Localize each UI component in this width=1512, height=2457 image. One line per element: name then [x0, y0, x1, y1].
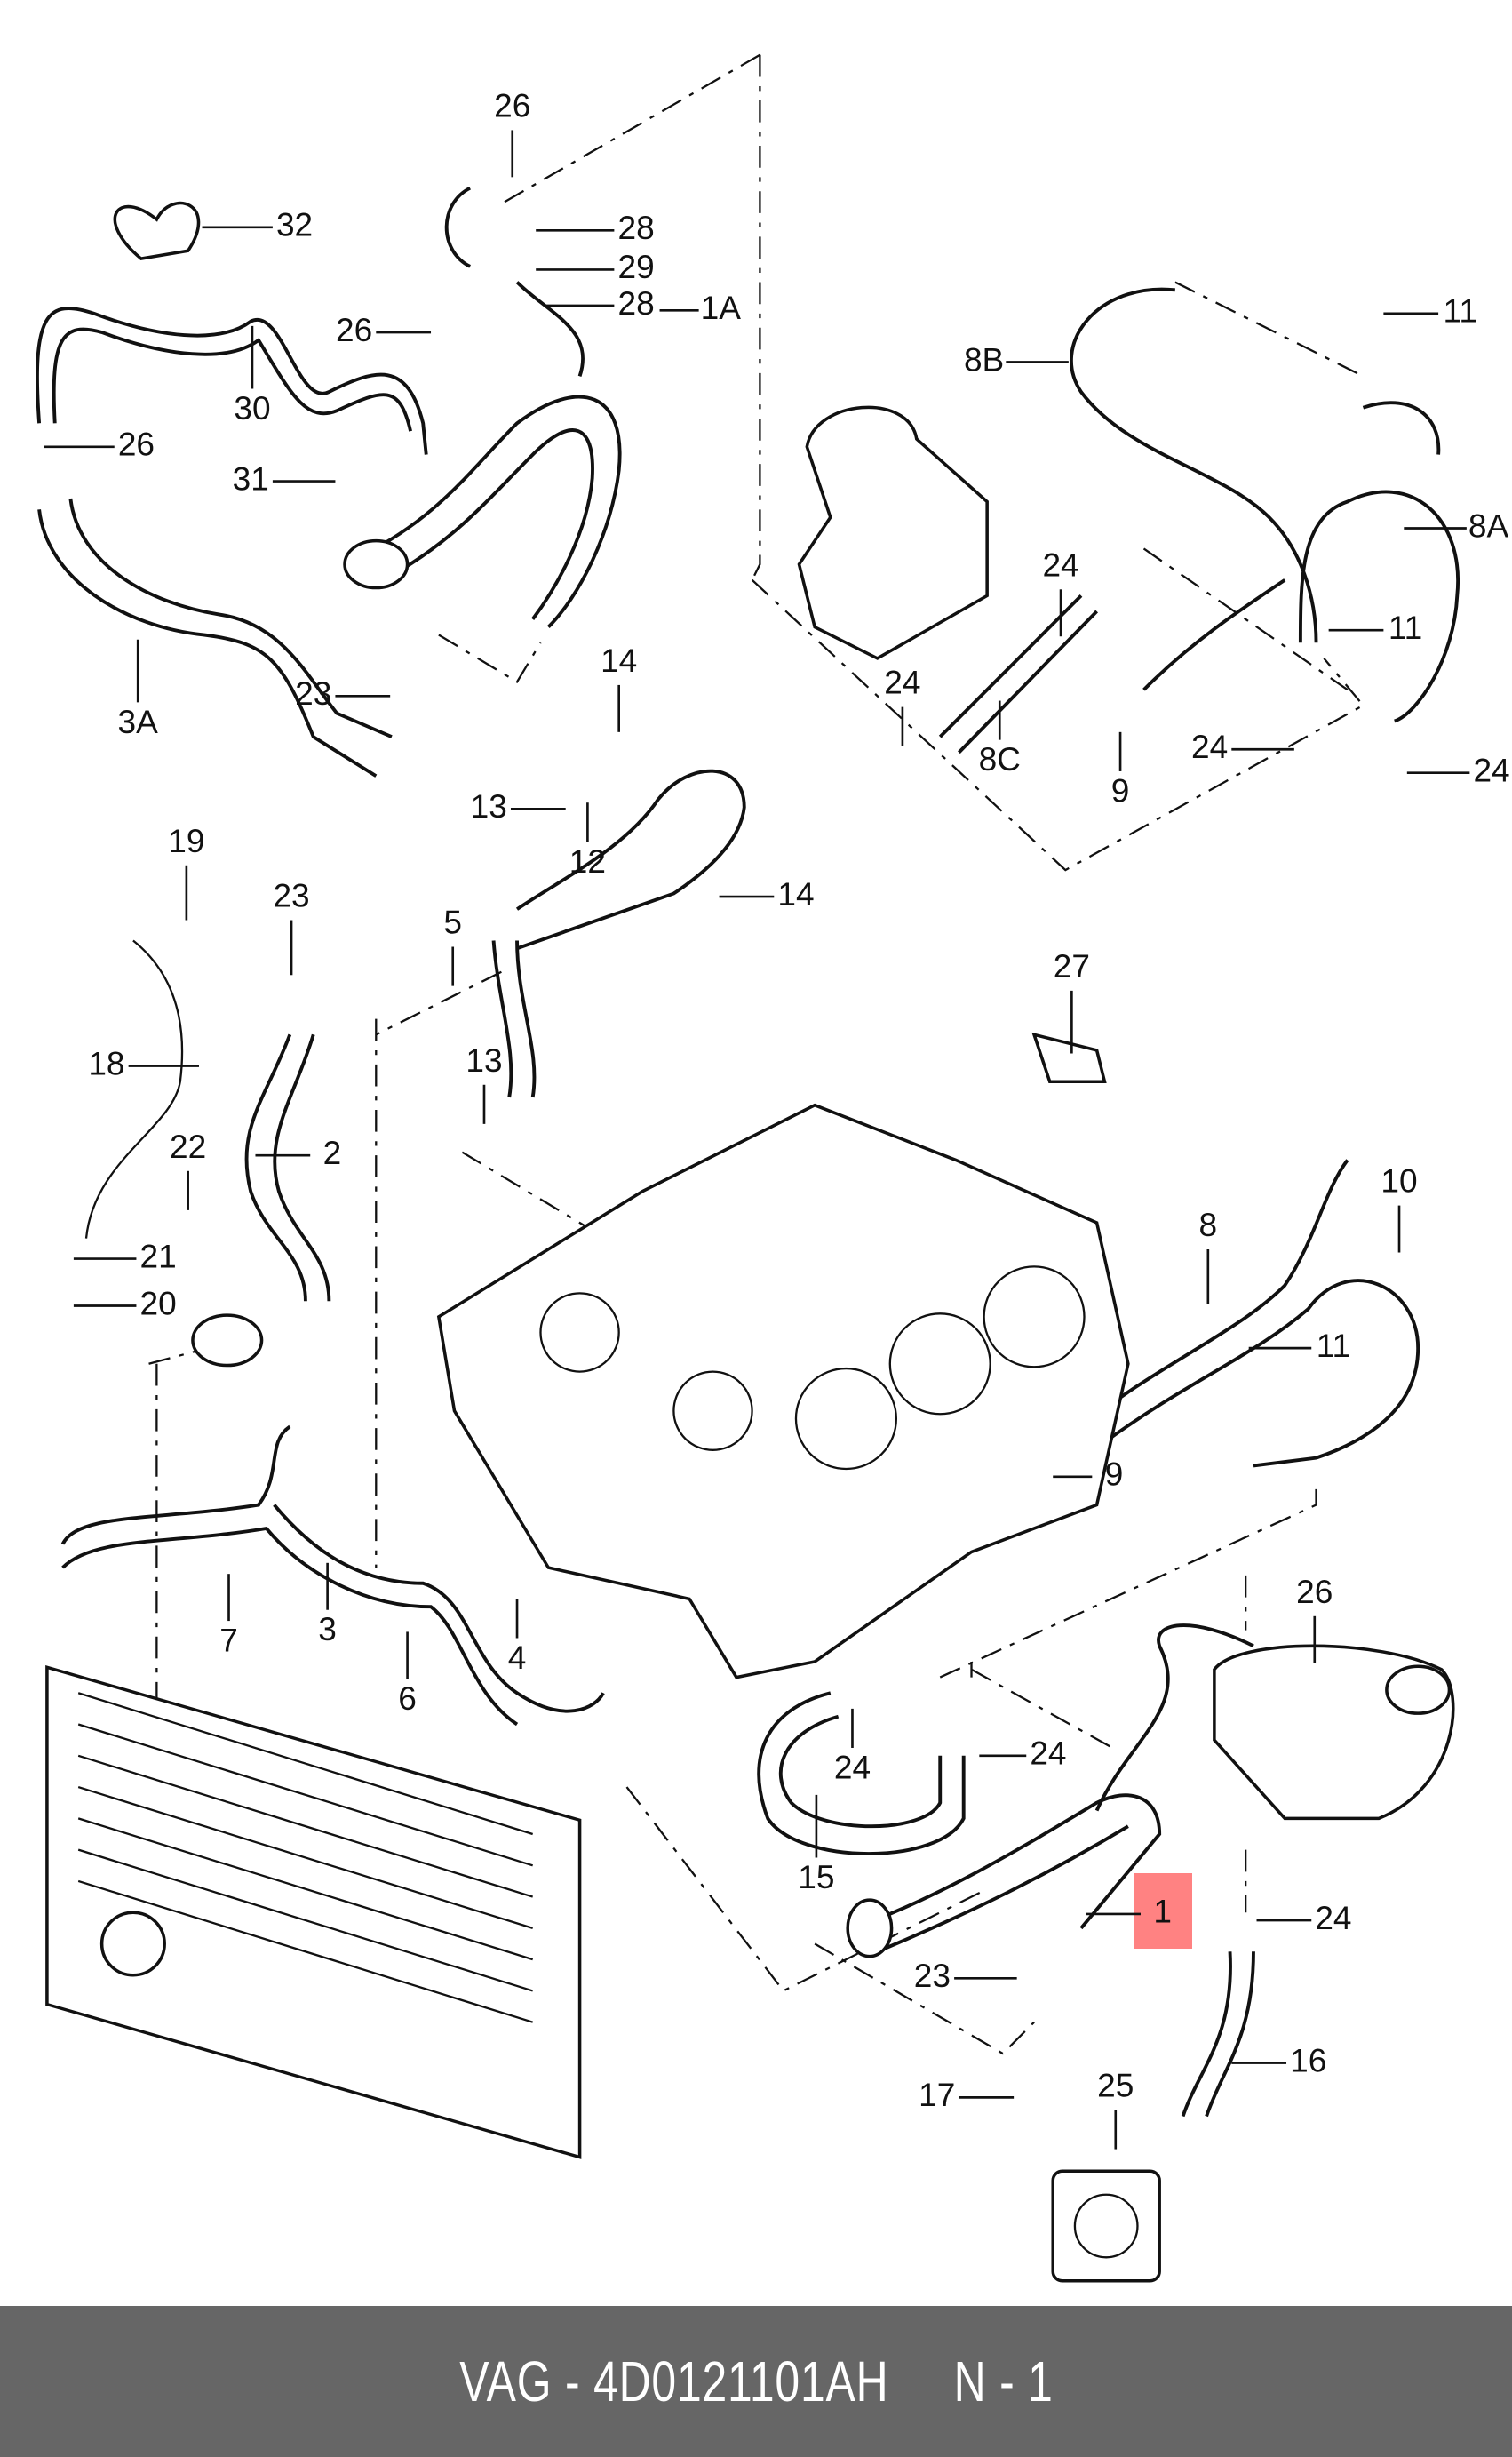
part-label-14: 14 — [777, 875, 814, 913]
part-label-2: 2 — [323, 1134, 342, 1171]
part-label-31: 31 — [233, 459, 269, 497]
part-label-9: 9 — [1105, 1456, 1124, 1493]
part-label-11: 11 — [1317, 1327, 1350, 1364]
part-label-26: 26 — [1296, 1573, 1333, 1610]
part-label-23: 23 — [914, 1957, 951, 1994]
hoses — [36, 186, 1460, 2118]
part-label-24: 24 — [834, 1748, 871, 1785]
part-label-1: 1 — [1153, 1893, 1172, 1930]
part-label-23: 23 — [295, 674, 331, 712]
part-label-16: 16 — [1290, 2041, 1326, 2078]
part-label-17: 17 — [919, 2076, 955, 2113]
part-label-11: 11 — [1389, 609, 1422, 646]
part-label-26: 26 — [336, 311, 372, 348]
part-label-32: 32 — [276, 206, 313, 243]
part-label-19: 19 — [168, 822, 204, 859]
part-label-9: 9 — [1111, 771, 1130, 809]
part-label-24: 24 — [1315, 1899, 1351, 1936]
part-label-29: 29 — [617, 248, 654, 285]
highlighted-part-marker — [1134, 1873, 1192, 1949]
part-label-7: 7 — [219, 1622, 238, 1659]
part-label-20: 20 — [140, 1284, 177, 1321]
part-label-26: 26 — [118, 426, 155, 463]
engine-block — [436, 1103, 1130, 1679]
part-label-3: 3 — [318, 1610, 337, 1647]
components — [45, 201, 1455, 2283]
part-label-23: 23 — [273, 877, 309, 914]
part-label-8B: 8B — [964, 340, 1004, 378]
expansion-tank-top — [797, 405, 989, 660]
part-label-8: 8 — [1199, 1206, 1218, 1243]
part-label-24: 24 — [1191, 728, 1228, 765]
part-label-21: 21 — [140, 1237, 177, 1274]
part-label-8C: 8C — [979, 740, 1021, 778]
part-label-27: 27 — [1054, 947, 1090, 985]
part-label-24: 24 — [1473, 751, 1509, 788]
part-label-5: 5 — [443, 904, 462, 941]
part-label-13: 13 — [471, 787, 507, 825]
part-label-11: 11 — [1444, 292, 1477, 330]
part-label-24: 24 — [884, 664, 920, 701]
oil-cooler — [1051, 2169, 1161, 2283]
footer-bar: VAG - 4D0121101AH N - 1 — [0, 2306, 1512, 2457]
part-label-8A: 8A — [1468, 507, 1509, 544]
part-label-4: 4 — [508, 1639, 527, 1676]
part-label-15: 15 — [798, 1858, 834, 1895]
part-label-28: 28 — [617, 284, 654, 322]
part-label-10: 10 — [1381, 1162, 1417, 1200]
part-label-6: 6 — [398, 1679, 417, 1717]
part-label-14: 14 — [601, 642, 637, 679]
part-label-30: 30 — [234, 389, 270, 427]
part-number-caption: VAG - 4D0121101AH N - 1 — [458, 2349, 1054, 2413]
part-label-18: 18 — [88, 1044, 124, 1081]
part-label-28: 28 — [617, 209, 654, 246]
part-label-12: 12 — [569, 842, 606, 880]
part-label-22: 22 — [170, 1128, 206, 1165]
part-label-3A: 3A — [118, 703, 159, 740]
part-label-26: 26 — [494, 87, 530, 124]
part-label-24: 24 — [1042, 546, 1078, 583]
part-label-13: 13 — [466, 1041, 502, 1079]
part-label-24: 24 — [1030, 1735, 1066, 1772]
part-label-25: 25 — [1097, 2067, 1134, 2104]
radiator — [45, 1665, 582, 2159]
part-label-1A: 1A — [701, 289, 742, 326]
